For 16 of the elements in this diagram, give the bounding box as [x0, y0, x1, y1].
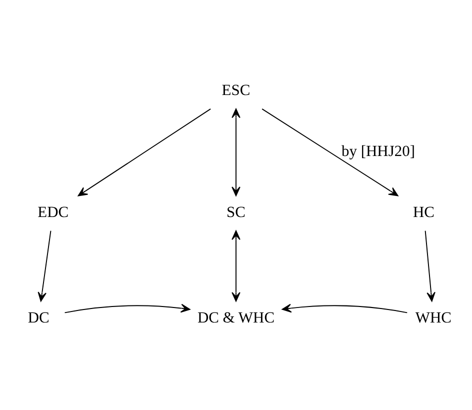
node-text: WHC: [415, 309, 452, 326]
node-text: DC: [28, 309, 50, 326]
node-text: EDC: [38, 204, 69, 221]
arrow: [64, 304, 190, 314]
node-text: SC: [226, 204, 246, 221]
arrow: [232, 230, 240, 302]
arrow: [78, 108, 212, 196]
edge-label: by [HHJ20]: [342, 142, 415, 160]
arrow: [38, 230, 52, 302]
arrow: [262, 108, 398, 196]
arrow: [282, 304, 408, 314]
arrow: [232, 108, 240, 196]
arrow: [424, 230, 436, 302]
node-text: ESC: [222, 82, 250, 99]
node-text: HC: [412, 204, 434, 221]
node-text: DC & WHC: [197, 309, 275, 326]
